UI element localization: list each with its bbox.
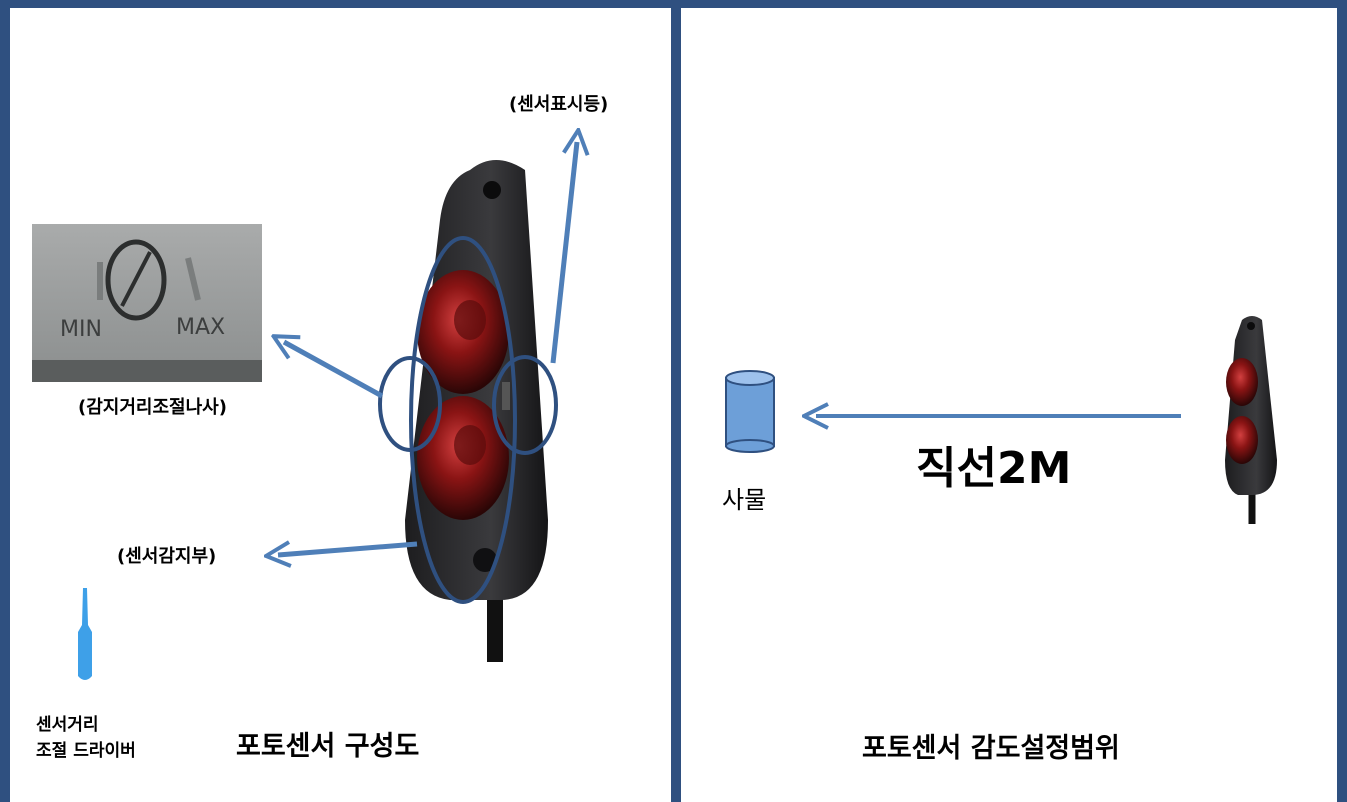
adjust-screw-outline bbox=[378, 356, 442, 452]
indicator-label: (센서표시등) bbox=[509, 94, 609, 115]
screw-max-text: MAX bbox=[176, 315, 225, 340]
driver-label-line1: 센서거리 bbox=[36, 715, 99, 735]
driver-icon bbox=[78, 588, 92, 680]
screw-min-text: MIN bbox=[60, 317, 102, 342]
distance-label: 직선2M bbox=[916, 443, 1072, 494]
driver-label-line2: 조절 드라이버 bbox=[36, 741, 136, 761]
sensing-part-outline bbox=[409, 236, 517, 604]
arrow-to-adjust-screw bbox=[284, 342, 384, 399]
object-label: 사물 bbox=[722, 486, 767, 514]
left-panel-title: 포토센서 구성도 bbox=[236, 731, 420, 762]
arrow-to-sensing-part bbox=[278, 544, 418, 555]
arrow-to-indicator bbox=[550, 142, 577, 364]
adjust-screw-photo bbox=[32, 224, 262, 382]
right-panel-title: 포토센서 감도설정범위 bbox=[862, 733, 1120, 764]
adjust-screw-label: (감지거리조절나사) bbox=[78, 397, 227, 418]
photo-sensor-small bbox=[1225, 316, 1277, 524]
indicator-outline bbox=[492, 355, 558, 455]
driver-label: 센서거리 조절 드라이버 bbox=[36, 712, 136, 764]
photo-sensor-large bbox=[405, 160, 548, 662]
sensing-part-label: (센서감지부) bbox=[117, 546, 217, 567]
object-cylinder-icon bbox=[725, 370, 775, 453]
